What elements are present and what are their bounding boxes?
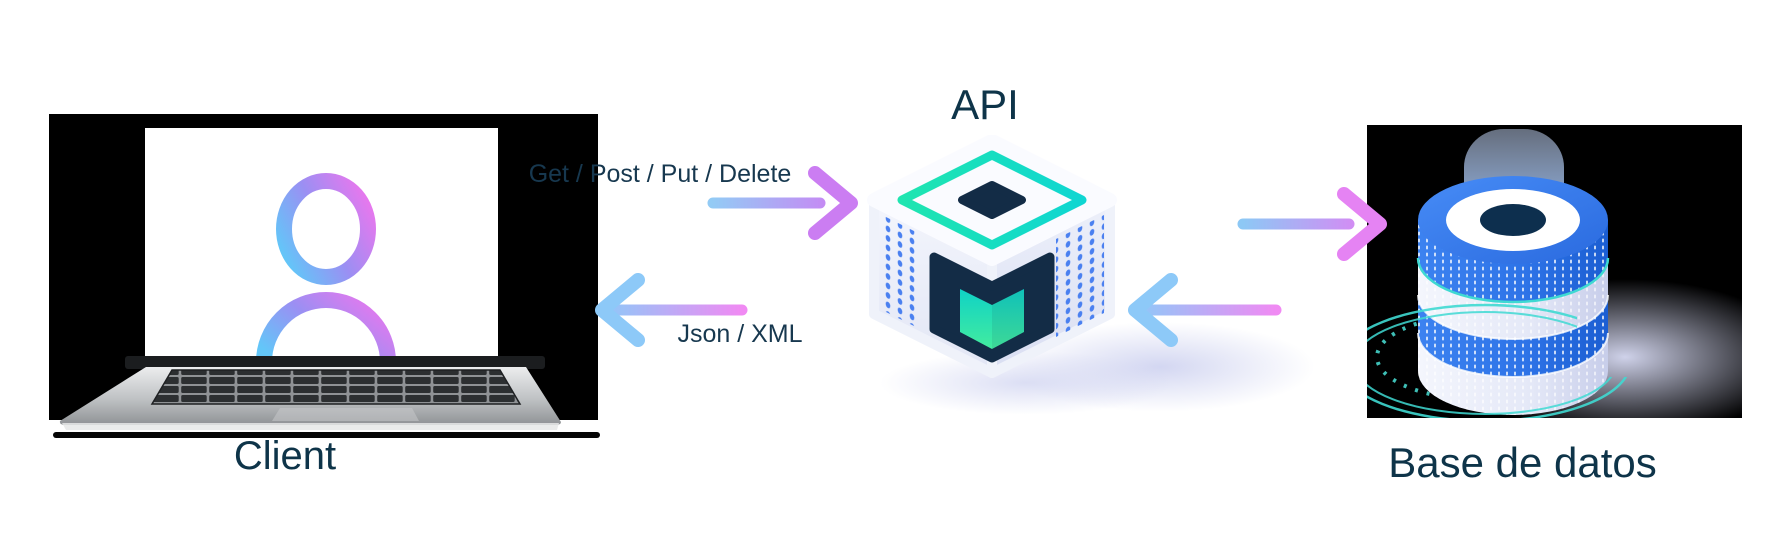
api-book-right-page (992, 289, 1024, 349)
laptop-keyboard (150, 369, 522, 405)
api-cube-icon (867, 135, 1315, 415)
api-node-label: API (951, 81, 1019, 128)
response-arrow-label: Json / XML (677, 320, 803, 348)
database-icon (1367, 129, 1742, 418)
api-dots-right (1056, 215, 1104, 337)
laptop-screen (145, 128, 498, 363)
database-top-face (1418, 176, 1608, 264)
request-arrow-label: Get / Post / Put / Delete (528, 160, 792, 188)
api-book-left-page (960, 289, 992, 349)
client-node-label: Client (233, 434, 337, 478)
database-panel-background (1367, 125, 1742, 418)
laptop-front-edge (62, 423, 559, 430)
database-node-label: Base de datos (1388, 439, 1657, 486)
laptop-hinge (125, 356, 545, 369)
user-icon (256, 173, 396, 370)
laptop-shadow (53, 432, 600, 438)
api-teal-ring (897, 150, 1087, 250)
api-shadow-near (880, 351, 1170, 415)
api-dots-left (882, 215, 920, 329)
laptop-trackpad (272, 408, 419, 421)
api-top-diamond (958, 181, 1026, 219)
laptop-icon (53, 128, 600, 438)
